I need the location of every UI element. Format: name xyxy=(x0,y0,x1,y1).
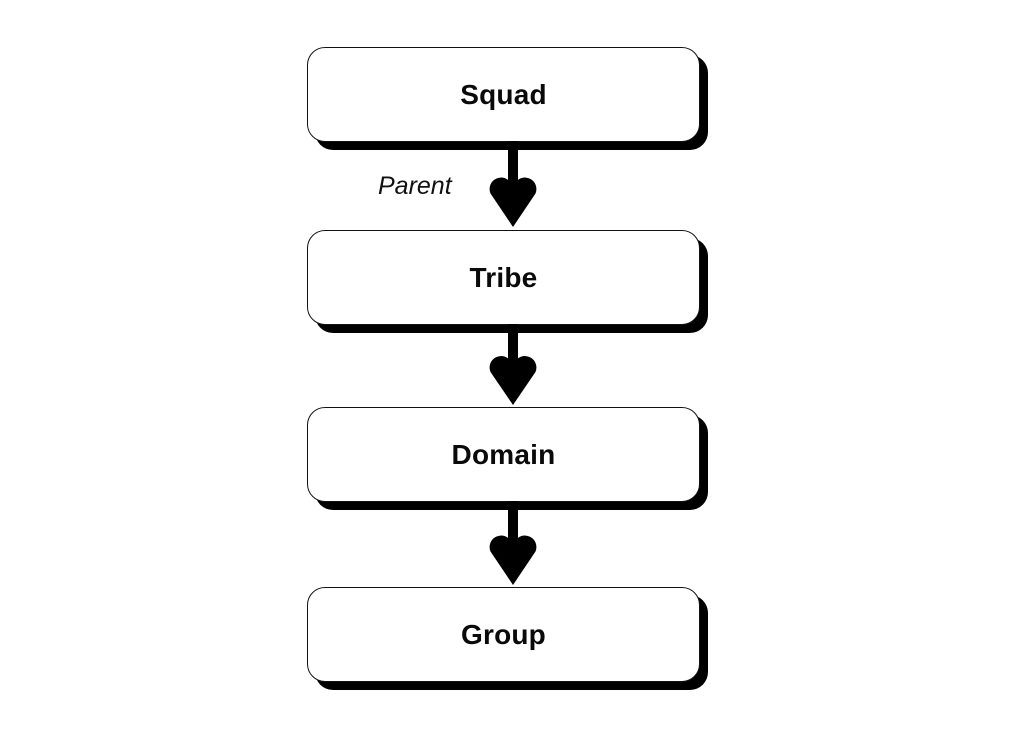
node-tribe[interactable]: Tribe xyxy=(307,230,700,325)
edge-label-parent: Parent xyxy=(378,172,452,200)
arrow-shaft-icon xyxy=(508,324,518,378)
node-squad[interactable]: Squad xyxy=(307,47,700,142)
node-domain-label: Domain xyxy=(451,438,556,470)
arrow-shaft-icon xyxy=(508,141,518,199)
node-group[interactable]: Group xyxy=(307,587,700,682)
arrow-head-icon xyxy=(489,177,537,227)
node-domain[interactable]: Domain xyxy=(307,407,700,502)
arrow-tribe-to-domain xyxy=(471,324,555,408)
arrow-shaft-icon xyxy=(508,501,518,557)
arrow-domain-to-group xyxy=(471,501,555,588)
arrow-head-icon xyxy=(489,535,537,585)
node-squad-label: Squad xyxy=(460,78,547,110)
node-tribe-label: Tribe xyxy=(469,261,538,293)
arrow-squad-to-tribe xyxy=(471,141,555,231)
arrow-head-icon xyxy=(489,356,537,405)
node-group-label: Group xyxy=(461,618,546,650)
